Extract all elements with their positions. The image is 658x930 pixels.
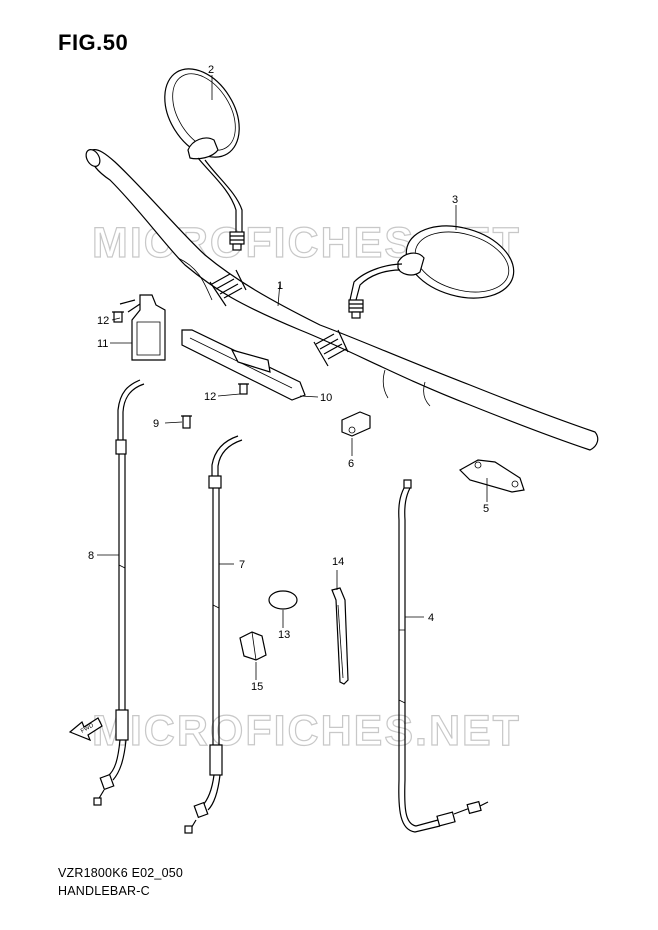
cable-4-part bbox=[398, 479, 489, 833]
callout-1: 1 bbox=[277, 280, 283, 292]
watermark-bottom: MICROFICHES.NET bbox=[92, 707, 521, 755]
callout-9: 9 bbox=[153, 418, 159, 430]
section-name: HANDLEBAR-C bbox=[58, 884, 150, 898]
callout-8: 8 bbox=[88, 550, 94, 562]
knurl-band-right bbox=[313, 329, 349, 367]
bolt-12-lower bbox=[238, 383, 249, 395]
callout-3: 3 bbox=[452, 194, 458, 206]
holder-plate-part bbox=[181, 329, 306, 401]
callout-4: 4 bbox=[428, 612, 434, 624]
figure-title: FIG.50 bbox=[58, 30, 129, 55]
callout-2: 2 bbox=[208, 64, 214, 76]
callout-14: 14 bbox=[332, 556, 344, 568]
callout-15: 15 bbox=[251, 681, 263, 693]
callout-labels: 2 3 1 12 11 12 9 10 6 5 8 7 4 14 13 15 bbox=[88, 64, 489, 693]
callout-12-lower: 12 bbox=[204, 391, 216, 403]
clamp-bracket-part bbox=[112, 294, 166, 361]
callout-6: 6 bbox=[348, 458, 354, 470]
bracket-5-part bbox=[459, 459, 525, 493]
callout-13: 13 bbox=[278, 629, 290, 641]
model-code: VZR1800K6 E02_050 bbox=[58, 866, 184, 880]
clamp-6-part bbox=[341, 411, 371, 437]
clip-15-part bbox=[239, 631, 267, 661]
mirror-right-part bbox=[348, 225, 515, 319]
cable-8-part bbox=[93, 379, 145, 806]
cable-7-part bbox=[184, 435, 243, 834]
callout-12-upper: 12 bbox=[97, 315, 109, 327]
knurl-band-left bbox=[209, 269, 247, 307]
tie-band-14-part bbox=[331, 587, 349, 685]
leader-lines bbox=[97, 75, 488, 680]
callout-11: 11 bbox=[97, 338, 108, 350]
fwd-arrow: FWD bbox=[68, 717, 103, 742]
callout-7: 7 bbox=[239, 559, 245, 571]
o-ring-13-part bbox=[268, 590, 298, 610]
bolt-9 bbox=[181, 415, 192, 429]
callout-5: 5 bbox=[483, 503, 489, 515]
mirror-left-part bbox=[164, 68, 245, 251]
callout-10: 10 bbox=[320, 392, 332, 404]
handlebar-part bbox=[85, 149, 599, 451]
